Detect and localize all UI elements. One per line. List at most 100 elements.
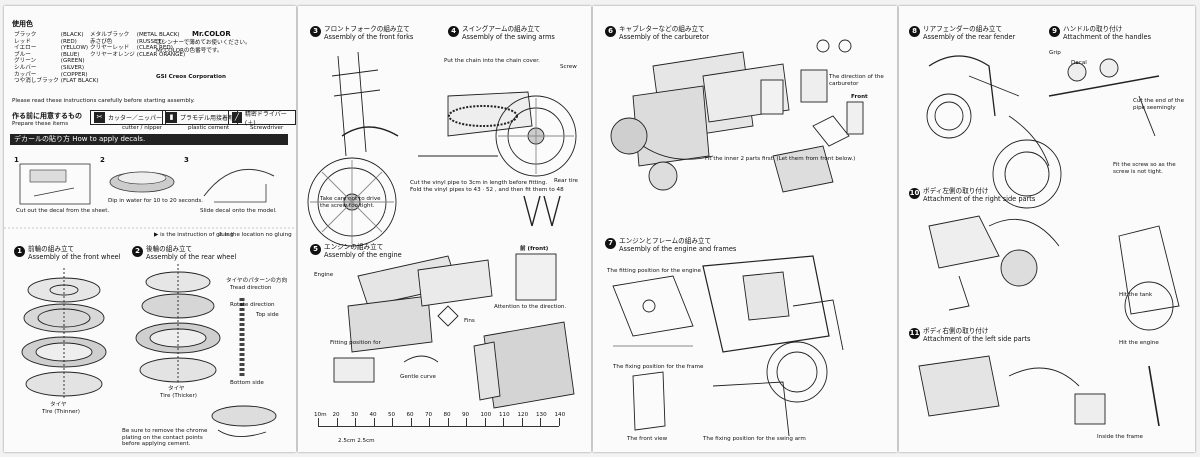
tool-screwdriver: ╱ 精密ドライバー(＋) <box>228 110 296 127</box>
ruler-tick-label: 40 <box>369 412 377 418</box>
legend-glue: ▶ is the instruction of gluing <box>154 232 234 238</box>
ruler-tick-label: 80 <box>443 412 451 418</box>
ruler-tick <box>373 418 375 426</box>
ruler-tick <box>318 418 319 426</box>
front-view: The front view <box>627 436 668 442</box>
fins-label: Fins <box>464 318 475 324</box>
paint2-row: クリヤーオレンジ(CLEAR ORANGE) <box>90 52 187 59</box>
step-9-en: Attachment of the handles <box>1063 32 1152 41</box>
tool-glue-label: プラモデル用接着剤 <box>180 115 235 122</box>
paint-name-en: (BLUE) <box>60 51 80 58</box>
step-1-en: Assembly of the front wheel <box>28 252 121 261</box>
tire-a: タイヤ <box>50 402 67 408</box>
paint2-row: クリヤーレッド (CLEAR RED) <box>90 45 187 52</box>
step-11-number: 11 <box>909 328 920 339</box>
fender-handles-illustration <box>926 55 1160 209</box>
fitting-pos: Fitting position for <box>330 340 381 346</box>
fit-frame: The fixing position for the frame <box>613 364 704 370</box>
step-3-en: Assembly of the front forks <box>324 32 414 41</box>
tire-thinner: Tire (Thinner) <box>42 409 80 415</box>
ruler-tick-label: 50 <box>388 412 396 418</box>
step-7-number: 7 <box>605 238 616 249</box>
decal-step-1: Cut out the decal from the sheet. <box>16 208 110 214</box>
ruler-tick <box>429 418 430 426</box>
ruler-tick <box>466 418 467 426</box>
ruler-tick-label: 110 <box>499 412 510 418</box>
paint-name-jp: ブラック <box>14 32 37 38</box>
paint-name-en: (CLEAR RED) <box>136 45 173 52</box>
paint-name-en: (SILVER) <box>60 64 85 71</box>
step-4-number: 4 <box>448 26 459 37</box>
paint-row: レッド(RED) <box>14 39 101 46</box>
paint-row: グリーン(GREEN) <box>14 58 101 65</box>
fit-inner: Fit the inner 2 parts first. (Let them f… <box>705 156 856 162</box>
ruler-tick <box>410 418 412 426</box>
front-label-3: Front <box>851 94 868 100</box>
ruler-tick-label: 130 <box>536 412 547 418</box>
vinyl-note-2: Fold the vinyl pipes to 43 · 52 , and th… <box>410 187 564 193</box>
frame-illustration <box>612 255 844 437</box>
step-9-number: 9 <box>1049 26 1060 37</box>
paint-name-jp: メタルブラック <box>90 32 130 38</box>
tool-cutter-label: カッター／ニッパー <box>108 115 163 122</box>
note-3: GSI Creos Corporation <box>156 74 226 80</box>
tire-thicker: Tire (Thicker) <box>160 393 197 399</box>
paint-name-jp: シルバー <box>14 64 37 71</box>
paint-name-en: (BLACK) <box>60 32 84 38</box>
paint-name-en: (CLEAR ORANGE) <box>136 51 186 58</box>
paint-row: イエロー(YELLOW) <box>14 45 101 52</box>
wheel-illustrations <box>21 264 277 437</box>
paint-name-jp: つや消しブラック <box>14 78 59 85</box>
step-2-en: Assembly of the rear wheel <box>146 252 237 261</box>
ruler-tick <box>521 418 523 426</box>
screwdriver-icon: ╱ <box>232 112 242 123</box>
ruler-tick-label: 10m <box>314 412 327 418</box>
step-6-en: Assembly of the carburetor <box>619 32 709 41</box>
paint-name-jp: グリーン <box>14 58 37 65</box>
swing-fit: The fixing position for the swing arm <box>703 436 806 442</box>
ruler-bottom: 2.5cm 2.5cm <box>338 438 375 444</box>
decal-step-1-num: 1 <box>14 156 19 164</box>
ruler-tick <box>484 418 486 426</box>
paint-name-en: (METAL BLACK) <box>136 32 180 38</box>
ruler-tick-label: 120 <box>517 412 529 418</box>
ruler-tick-label: 60 <box>406 412 414 418</box>
ruler-tick-label: 100 <box>480 412 492 418</box>
paint-name-jp: クリヤーレッド <box>90 45 130 52</box>
side-parts-illustration <box>918 215 1180 427</box>
ruler-tick-label: 20 <box>332 412 340 418</box>
tool-cutter-en: cutter / nipper <box>122 125 163 131</box>
paint-row: つや消しブラック(FLAT BLACK) <box>14 78 101 85</box>
screw-note-4: Fit the screw so as the screw is not tig… <box>1113 162 1176 175</box>
bottom-side: Bottom side <box>230 380 264 386</box>
step-3-title: フロントフォークの組み立て <box>324 25 410 33</box>
paint-name-en: (RUSSET) <box>136 38 164 45</box>
ruler-baseline <box>318 426 559 427</box>
paint-row: ブルー(BLUE) <box>14 52 101 59</box>
gentle-curve: Gentle curve <box>400 374 436 380</box>
attention: Attention to the direction. <box>494 304 567 310</box>
step-5-title: エンジンの組み立て <box>324 243 384 251</box>
fit-engine: The fitting position for the engine <box>607 268 701 274</box>
forks-swingarm-illustration <box>307 51 577 247</box>
ruler-tick <box>503 418 504 426</box>
front-label: 前 (front) <box>520 246 549 252</box>
step-11-title: ボディ右側の取り付け <box>923 327 989 335</box>
step-11-en: Attachment of the left side parts <box>923 334 1031 343</box>
ruler-tick <box>355 418 356 426</box>
paint-name-en: (RED) <box>60 38 77 45</box>
cutter-icon: ✂ <box>94 112 105 123</box>
ruler-tick <box>336 418 338 426</box>
step-1-number: 1 <box>14 246 25 257</box>
note-1: はシンナーで薄めてお使いください。 <box>156 40 251 46</box>
carburetor-illustration <box>610 39 864 193</box>
